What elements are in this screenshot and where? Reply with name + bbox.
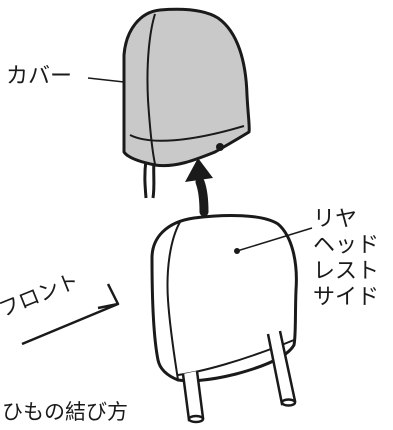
cover-shape <box>122 7 251 168</box>
rear-label-line-2: ヘッド <box>313 233 380 258</box>
rear-label-line-3: レスト <box>313 259 380 284</box>
rear-side-leader-line <box>236 227 313 252</box>
rear-headrest-side-label: リヤ ヘッド レスト サイド <box>313 207 379 311</box>
cover-label: カバー <box>6 64 73 89</box>
rear-label-line-4: サイド <box>313 285 380 310</box>
front-direction-arrow <box>21 283 120 346</box>
up-arrow-icon <box>185 158 213 217</box>
headrest-shape <box>150 214 298 383</box>
rear-label-line-1: リヤ <box>313 207 358 232</box>
cover-leader-line <box>87 77 125 83</box>
cover-inner-edge <box>146 13 156 165</box>
headrest-side-panel <box>166 221 181 381</box>
snap-button <box>216 143 224 151</box>
headrest-posts <box>181 330 297 424</box>
cover-seam <box>129 125 245 142</box>
tie-method-label: ひもの結び方 <box>2 400 128 424</box>
